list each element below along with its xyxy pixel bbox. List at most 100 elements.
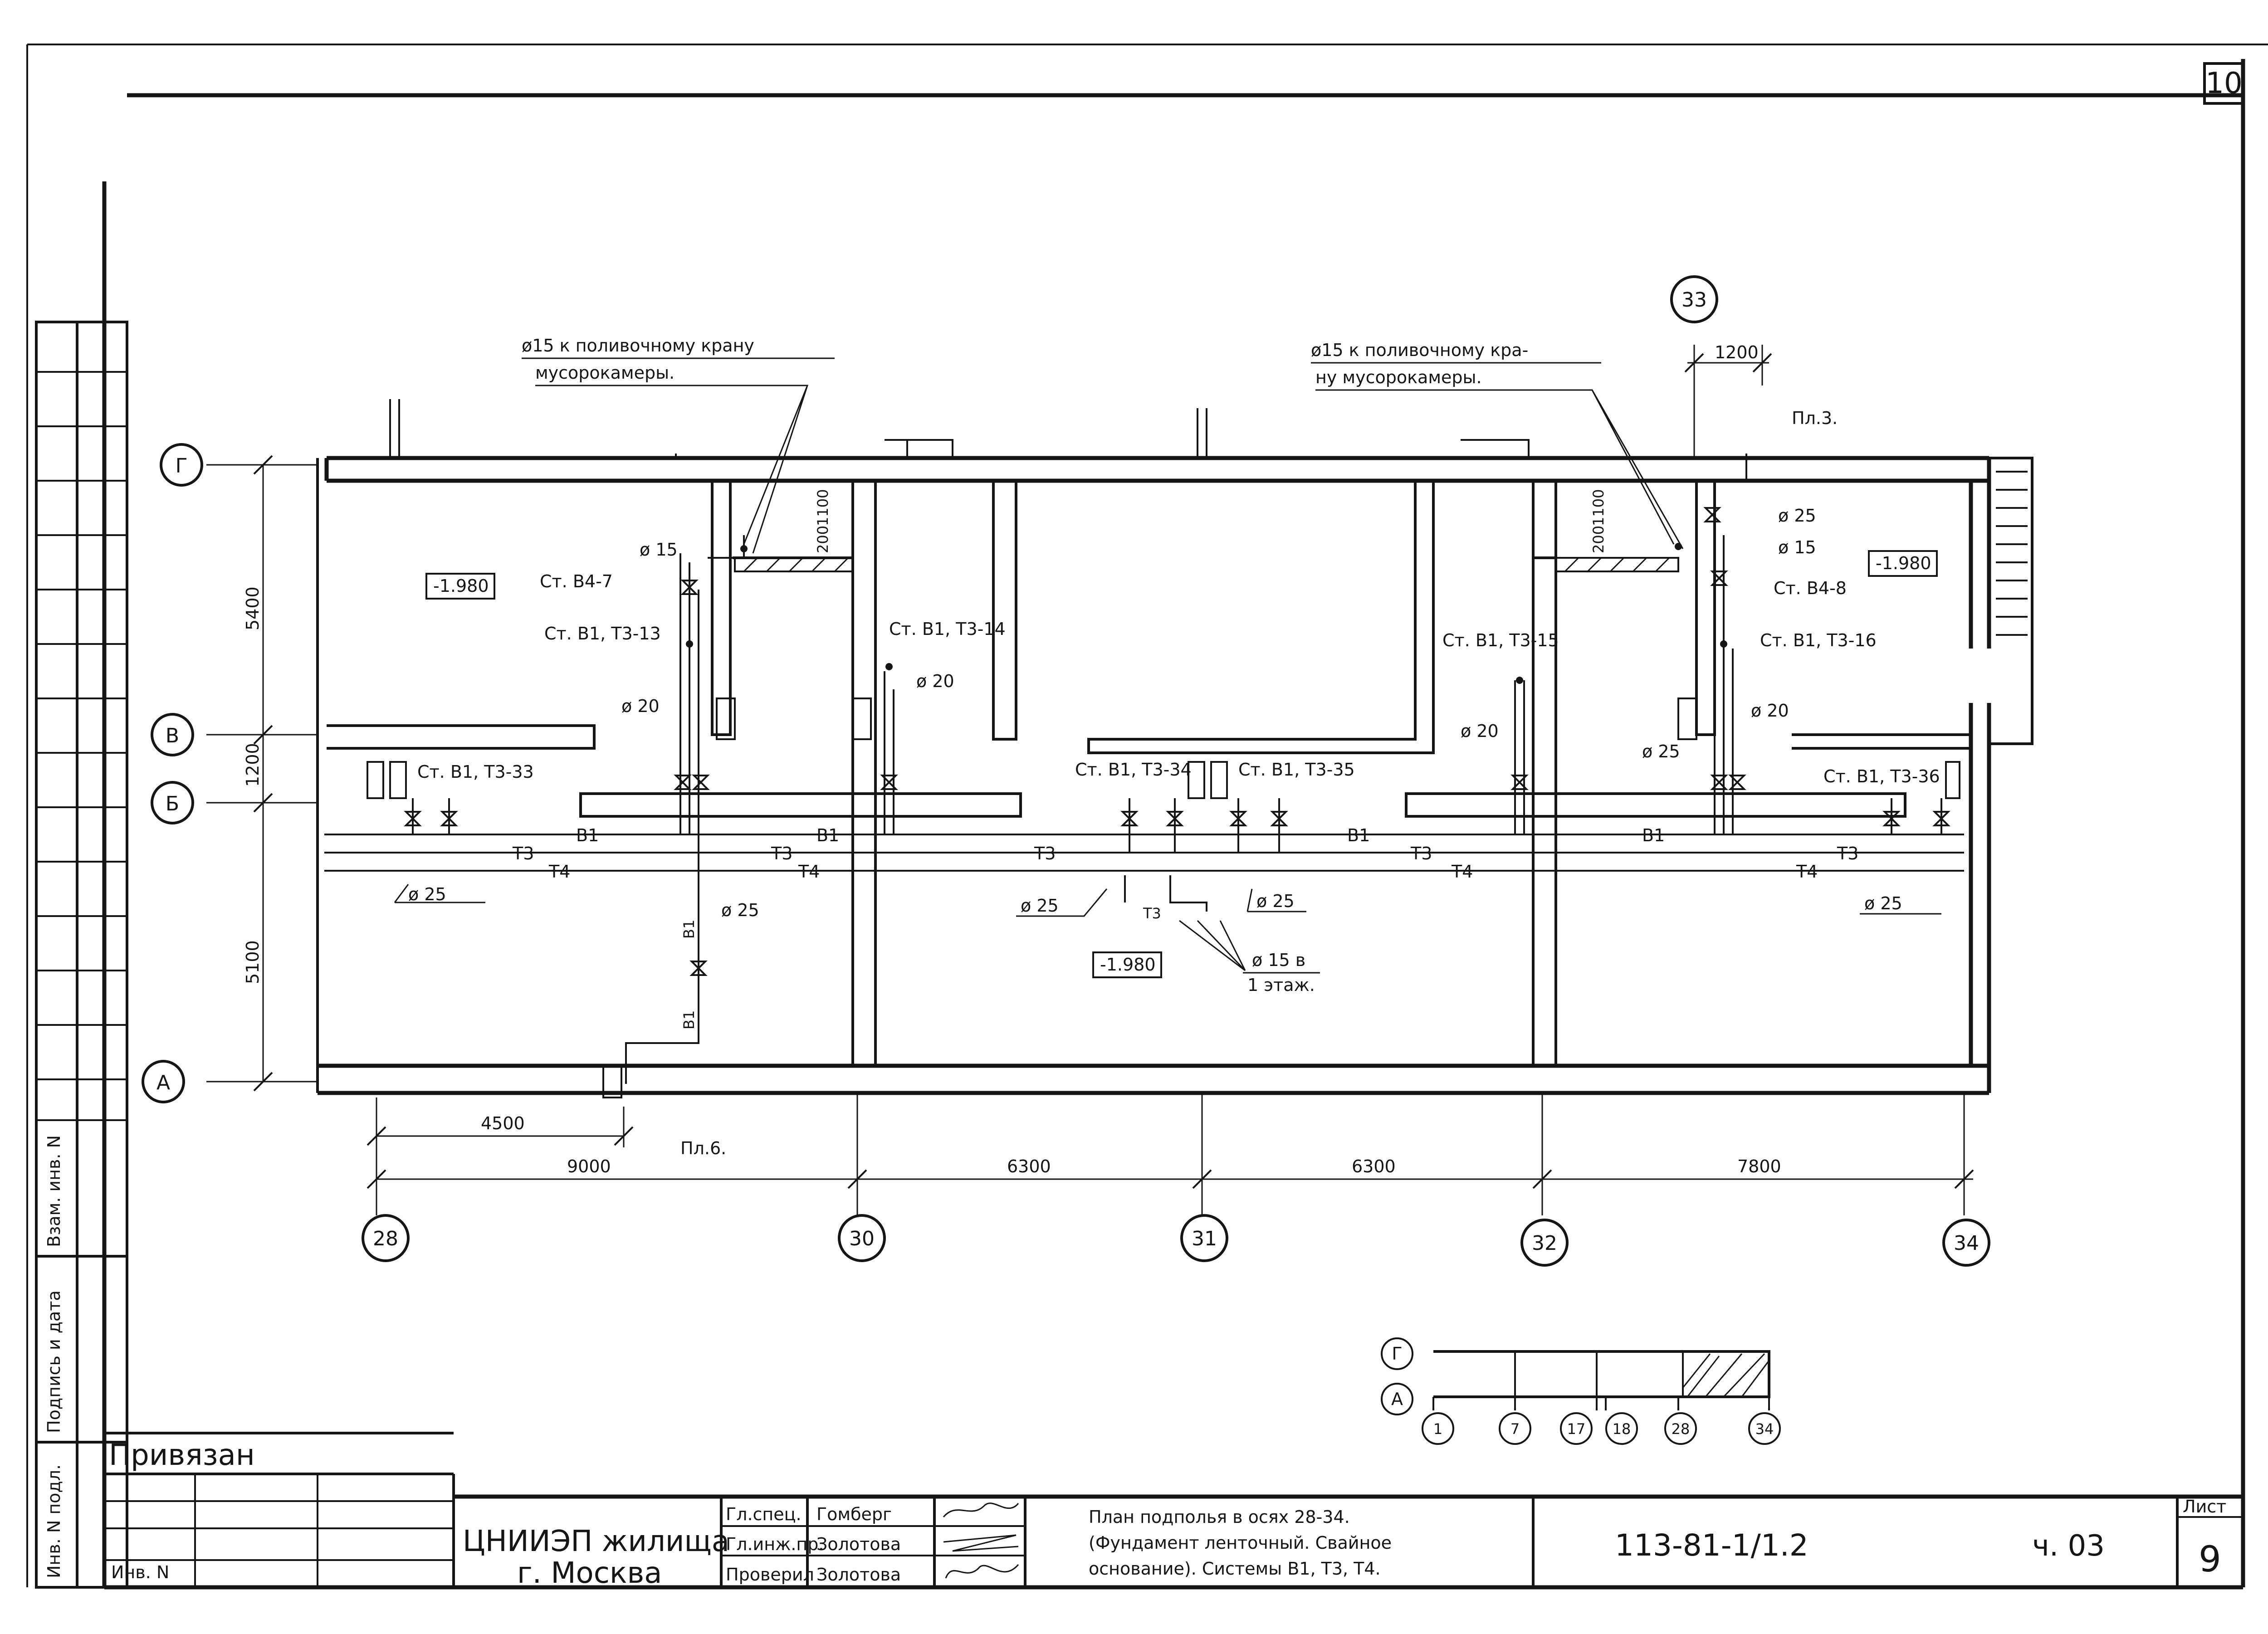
pipe-label-b1: В1 <box>576 825 599 845</box>
key-plan-col-7: 7 <box>1510 1420 1520 1438</box>
sheet-label: Лист <box>2183 1497 2226 1517</box>
valve-icon <box>1270 811 1288 826</box>
valve-icon <box>440 811 458 826</box>
valve-icon <box>692 775 710 790</box>
dim-9000: 9000 <box>567 1156 611 1176</box>
dim-7800: 7800 <box>1737 1156 1781 1176</box>
privyazan-label: Привязан <box>109 1439 255 1472</box>
org-name: ЦНИИЭП жилища <box>463 1525 729 1558</box>
valve-icon <box>880 775 898 790</box>
axis-label-32: 32 <box>1532 1232 1557 1255</box>
axis-label-34: 34 <box>1954 1232 1979 1255</box>
floor-note-line1: ø 15 в <box>1252 950 1305 970</box>
dimension-lines: 5400 1200 5100 4500 9000 6300 6300 7800 … <box>243 342 1974 1189</box>
role-gl-spec: Гл.спец. <box>726 1504 802 1524</box>
riser-node-icon <box>686 640 693 648</box>
riser-node-icon <box>740 545 748 552</box>
pipe-label-t3-branch: Т3 <box>1143 905 1161 922</box>
key-plan-col-bubble <box>1499 1412 1531 1445</box>
pipe-label-b1: В1 <box>1347 825 1370 845</box>
pipe-label-b1-vertical: В1 <box>680 920 698 939</box>
title-block: Привязан Инв. N ЦНИИЭП жилища г. Москва … <box>104 1432 2243 1590</box>
axis-bubble-33 <box>1670 275 1718 323</box>
key-plan-row-bubble <box>1381 1383 1413 1415</box>
axis-label-31: 31 <box>1192 1227 1217 1250</box>
pipe-label-t4: Т4 <box>548 862 570 882</box>
role-proveril: Проверил <box>726 1565 814 1585</box>
valve-icon <box>1510 775 1529 790</box>
valves <box>404 507 1950 976</box>
document-code: 113-81-1/1.2 <box>1615 1528 1809 1563</box>
title-line-2: (Фундамент ленточный. Свайное <box>1089 1533 1392 1553</box>
sheet-number: 9 <box>2199 1539 2221 1580</box>
valve-icon <box>404 811 422 826</box>
valve-icon <box>674 775 692 790</box>
axis-label-30: 30 <box>849 1227 875 1250</box>
pipe-label-t3: Т3 <box>1410 844 1432 863</box>
key-plan-col-18: 18 <box>1613 1420 1631 1438</box>
pipe-label-b1: В1 <box>1642 825 1665 845</box>
valve-icon <box>1932 811 1950 826</box>
dim-shaft-200-r: 200 <box>1590 526 1607 553</box>
axis-label-A: А <box>156 1071 170 1094</box>
diameter-label: ø 25 <box>1642 741 1680 761</box>
signature-2 <box>943 1534 1019 1552</box>
axis-bubble-32 <box>1520 1219 1569 1267</box>
valve-icon <box>1710 571 1728 586</box>
key-plan-col-17: 17 <box>1567 1420 1586 1438</box>
note-left-line2: мусорокамеры. <box>535 363 675 383</box>
inv-n-label: Инв. N <box>111 1562 169 1582</box>
key-plan-col-28: 28 <box>1672 1420 1690 1438</box>
org-city: г. Москва <box>517 1556 662 1590</box>
name-gomberg: Гомберг <box>816 1504 892 1524</box>
pipe-label-t3: Т3 <box>512 844 534 863</box>
riser-label-b1-t3-36: Ст. В1, Т3-36 <box>1823 766 1940 786</box>
valve-icon <box>1229 811 1247 826</box>
dim-6300-b: 6300 <box>1352 1156 1396 1176</box>
elevation-box <box>425 573 495 600</box>
dim-shaft-1100-l: 1100 <box>814 489 831 526</box>
pipe-label-t3: Т3 <box>1034 844 1056 863</box>
dim-1200-left: 1200 <box>243 743 263 787</box>
axis-bubble-30 <box>838 1214 886 1262</box>
stamp-podpis-data: Подпись и дата <box>44 1290 64 1433</box>
diameter-label: ø 20 <box>1461 721 1499 741</box>
dim-1200-top: 1200 <box>1715 342 1759 362</box>
riser-label-b4-7: Ст. В4-7 <box>540 571 613 591</box>
key-plan-col-1: 1 <box>1433 1420 1442 1438</box>
diameter-label: ø 25 <box>721 900 759 920</box>
key-plan-col-bubble <box>1664 1412 1697 1445</box>
elevation-label-left: -1.980 <box>433 576 489 596</box>
valve-icon <box>1728 775 1746 790</box>
note-right-line1: ø15 к поливочному кра- <box>1311 340 1528 360</box>
key-plan-row-bubble <box>1381 1337 1413 1370</box>
axis-bubble-G <box>160 443 203 487</box>
key-plan-col-bubble <box>1748 1412 1781 1445</box>
pipe-label-b1-vertical: В1 <box>680 1010 698 1029</box>
name-zolotova-2: Золотова <box>816 1565 901 1585</box>
riser-label-b1-t3-15: Ст. В1, Т3-15 <box>1442 630 1559 650</box>
pipe-labels: В1 В1 В1 В1 Т3 Т3 Т3 Т3 Т3 Т4 Т4 Т4 Т4 В… <box>512 825 1858 1029</box>
dim-6300-a: 6300 <box>1007 1156 1051 1176</box>
axis-label-V: В <box>166 724 179 747</box>
diameter-label: ø 15 <box>1778 537 1816 557</box>
signature-1 <box>943 1502 1019 1517</box>
diameter-label: ø 25 <box>1021 896 1059 916</box>
valve-icon <box>1882 811 1901 826</box>
part-number: ч. 03 <box>2032 1529 2105 1563</box>
key-plan-col-bubble <box>1605 1412 1638 1445</box>
key-plan-row-G: Г <box>1392 1344 1402 1364</box>
diameter-label: ø 25 <box>1256 891 1295 911</box>
left-stamp-column: Инв. N подл. Подпись и дата Взам. инв. N <box>35 321 128 1589</box>
axis-bubble-B <box>151 781 194 824</box>
riser-labels: Ст. В4-7 Ст. В1, Т3-13 Ст. В1, Т3-14 Ст.… <box>417 571 1940 786</box>
riser-node-icon <box>1720 640 1727 648</box>
diameter-label: ø 25 <box>1778 506 1816 526</box>
title-line-3: основание). Системы В1, Т3, Т4. <box>1089 1559 1381 1579</box>
riser-node-icon <box>1516 677 1523 684</box>
axis-bubble-28 <box>362 1214 410 1262</box>
diameter-labels: ø 15 ø 20 ø 20 ø 20 ø 20 ø 15 ø 25 ø 25 … <box>394 506 1941 920</box>
riser-label-b1-t3-14: Ст. В1, Т3-14 <box>889 619 1006 639</box>
elevation-label-center: -1.980 <box>1100 955 1156 975</box>
